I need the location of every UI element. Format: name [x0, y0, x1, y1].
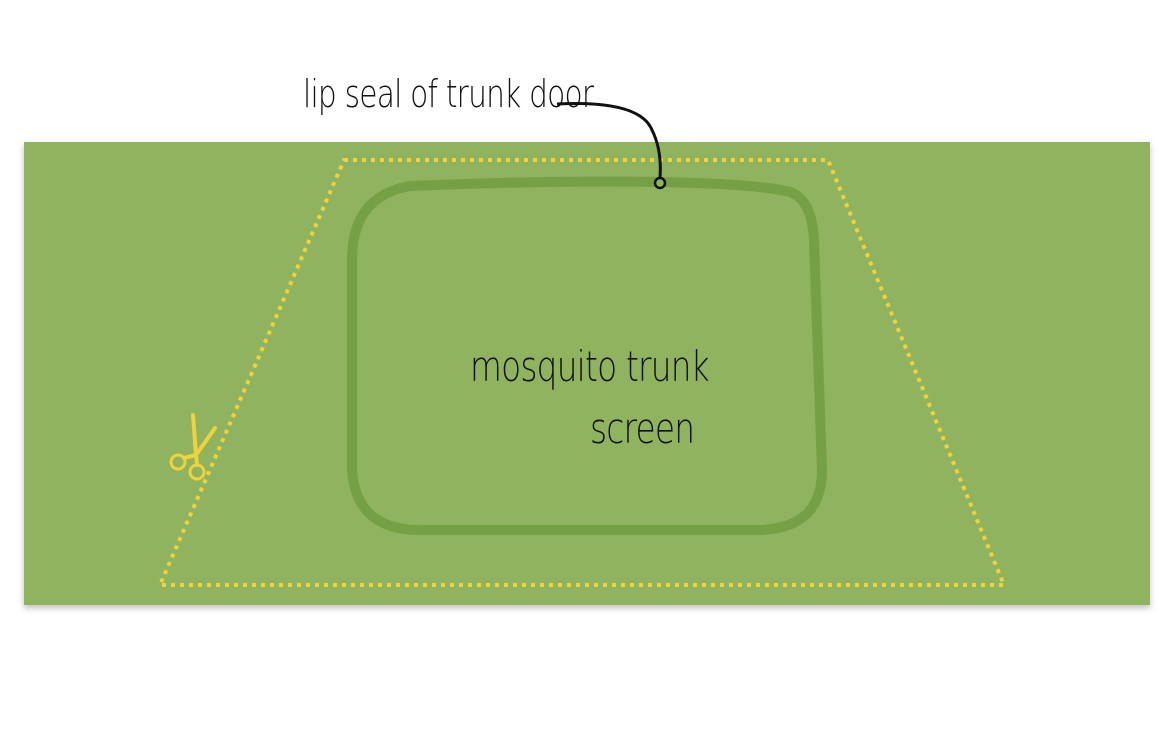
- callout-anchor-dot: [653, 176, 667, 190]
- center-label-line1: mosquito trunk: [470, 342, 710, 391]
- callout-leader-line: [556, 102, 662, 179]
- scissors-icon: [169, 413, 217, 481]
- callout-label: lip seal of trunk door: [303, 72, 594, 116]
- lip-seal-outline: [347, 176, 827, 535]
- center-label-line2: screen: [590, 404, 695, 453]
